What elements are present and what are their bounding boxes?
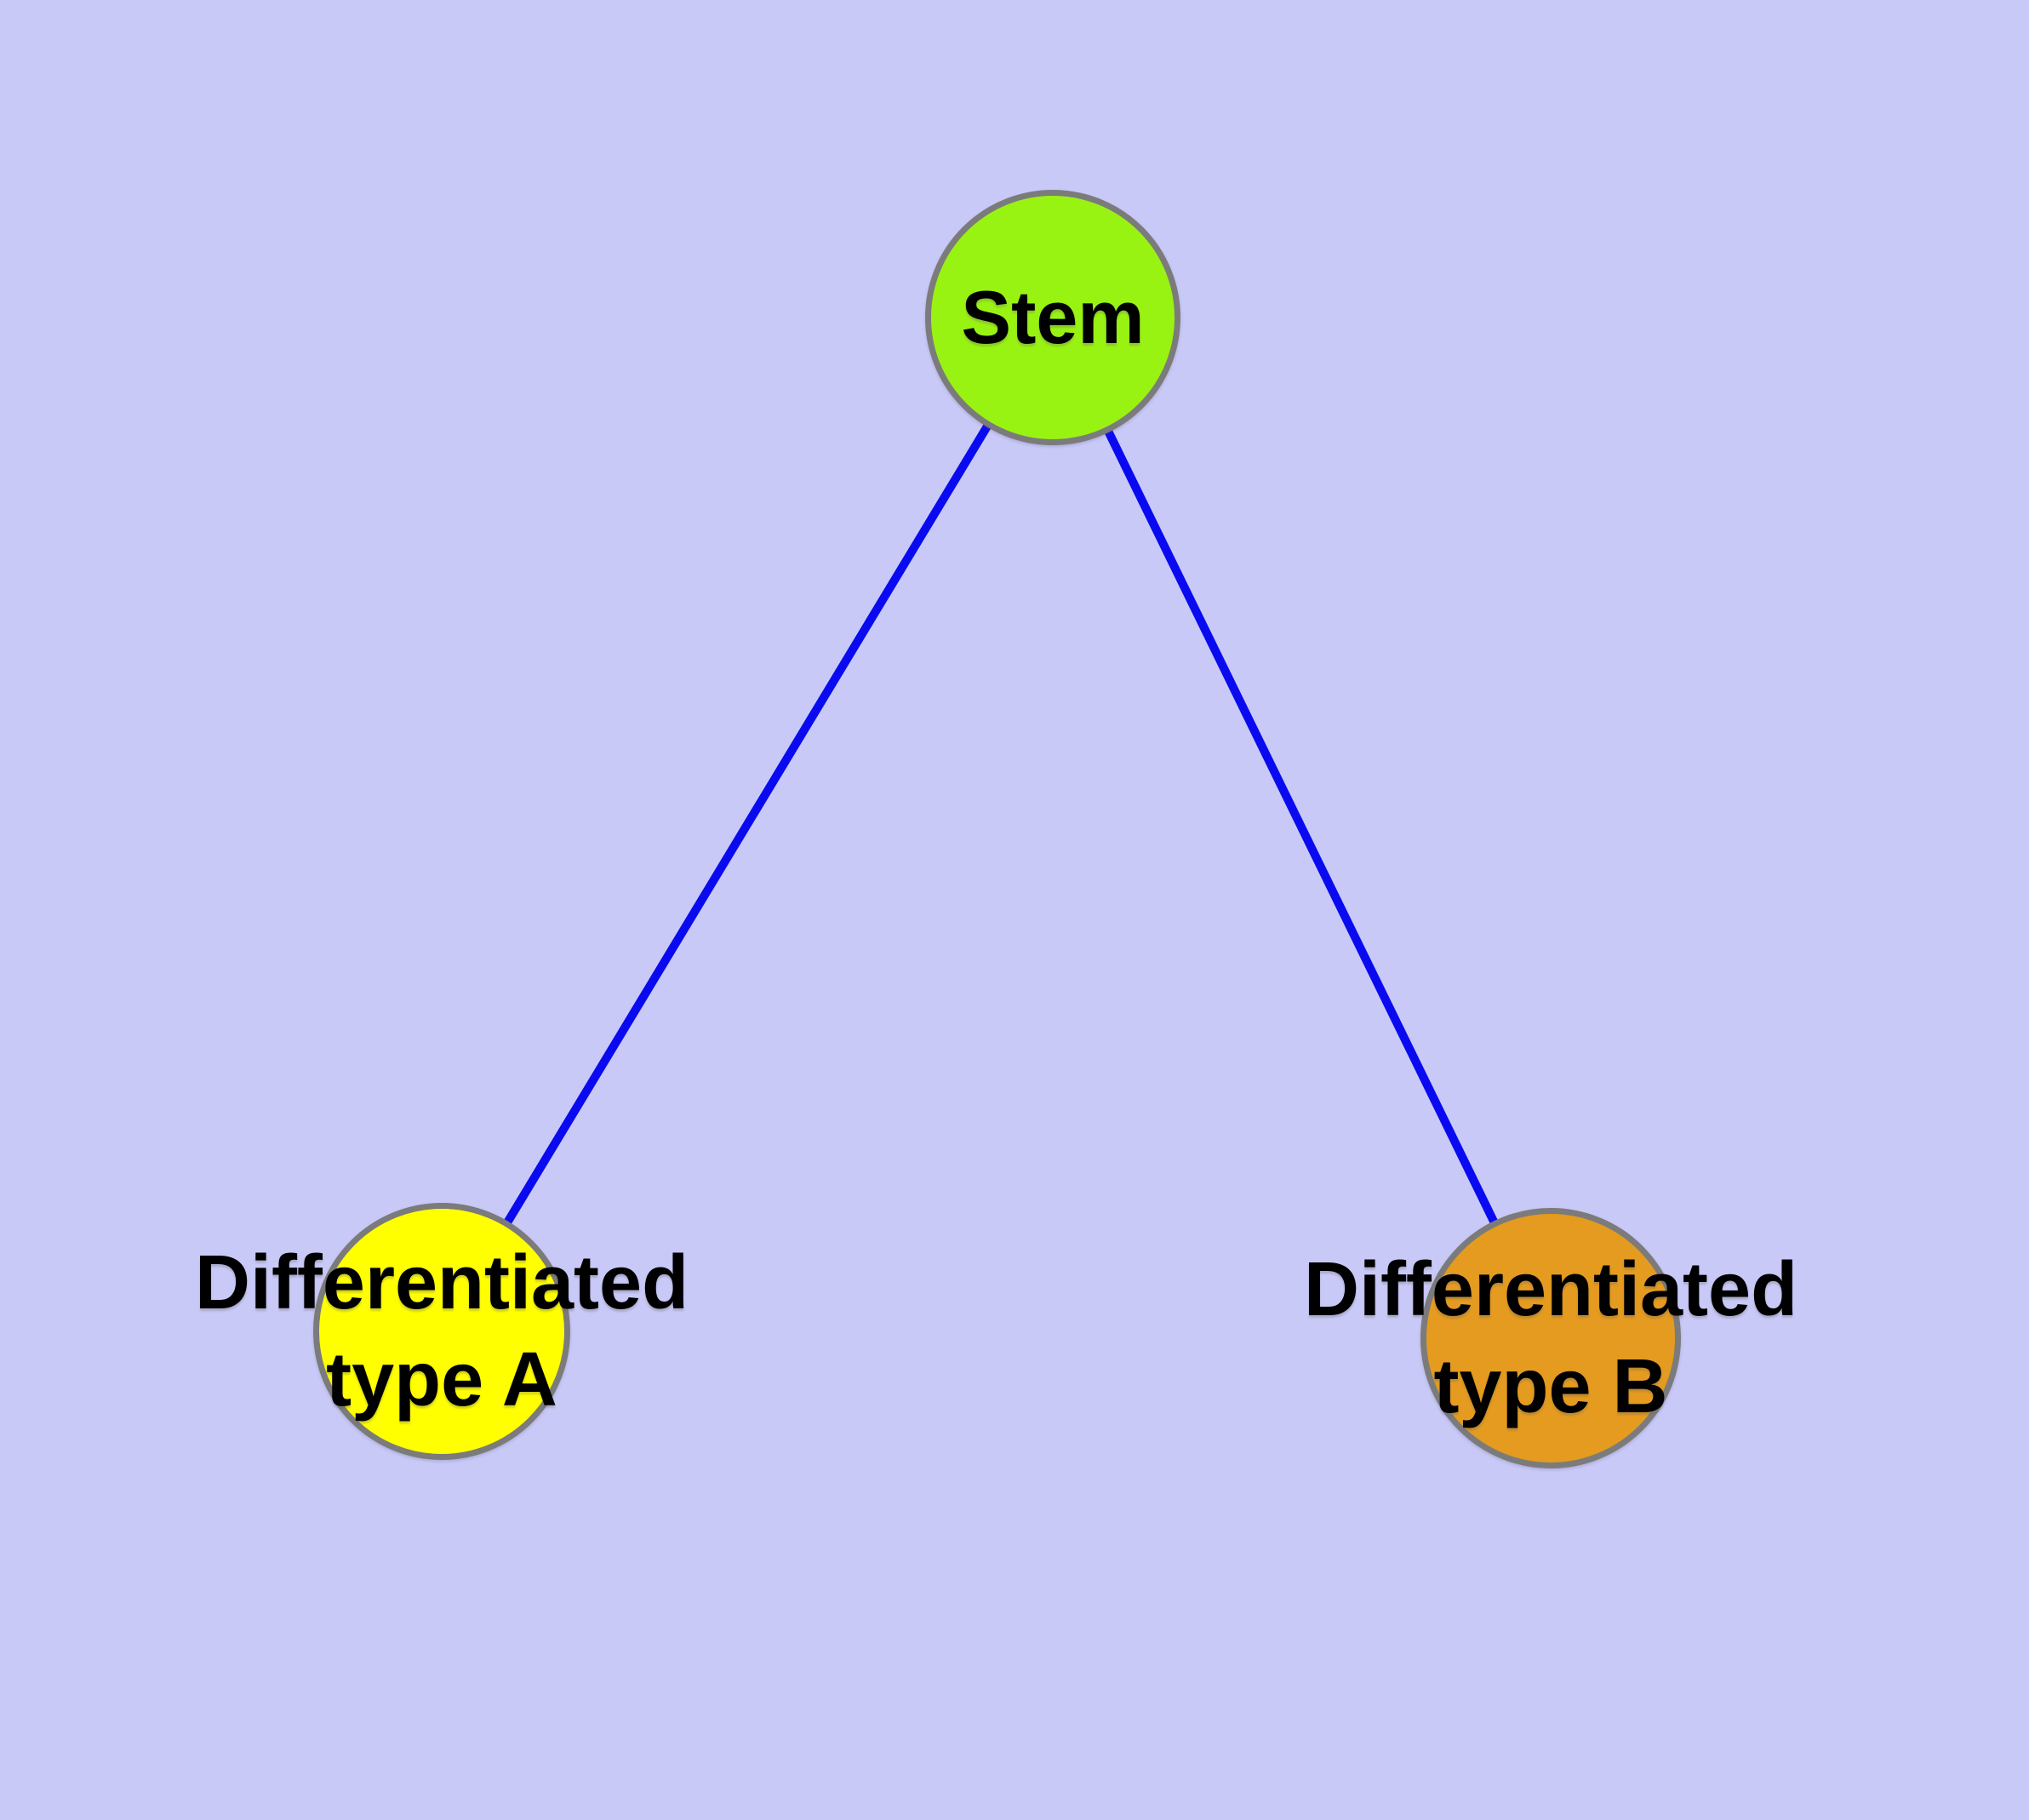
node-stem: Stem xyxy=(925,190,1180,445)
node-differentiated-type-a: Differentiated type A xyxy=(195,1203,689,1460)
node-label-line: Differentiated xyxy=(194,1240,689,1325)
node-type-a-label: Differentiated type A xyxy=(195,1234,689,1428)
node-label-line: Stem xyxy=(961,275,1145,359)
edge-stem-to-type-b xyxy=(1049,315,1555,1341)
node-differentiated-type-b: Differentiated type B xyxy=(1304,1208,1798,1468)
edge-stem-to-type-a xyxy=(437,315,1057,1334)
node-stem-label: Stem xyxy=(961,271,1144,364)
node-label-line: Differentiated xyxy=(1303,1247,1798,1332)
node-label-line: type A xyxy=(326,1337,557,1422)
node-type-b-label: Differentiated type B xyxy=(1304,1241,1798,1435)
node-label-line: type B xyxy=(1433,1344,1668,1429)
